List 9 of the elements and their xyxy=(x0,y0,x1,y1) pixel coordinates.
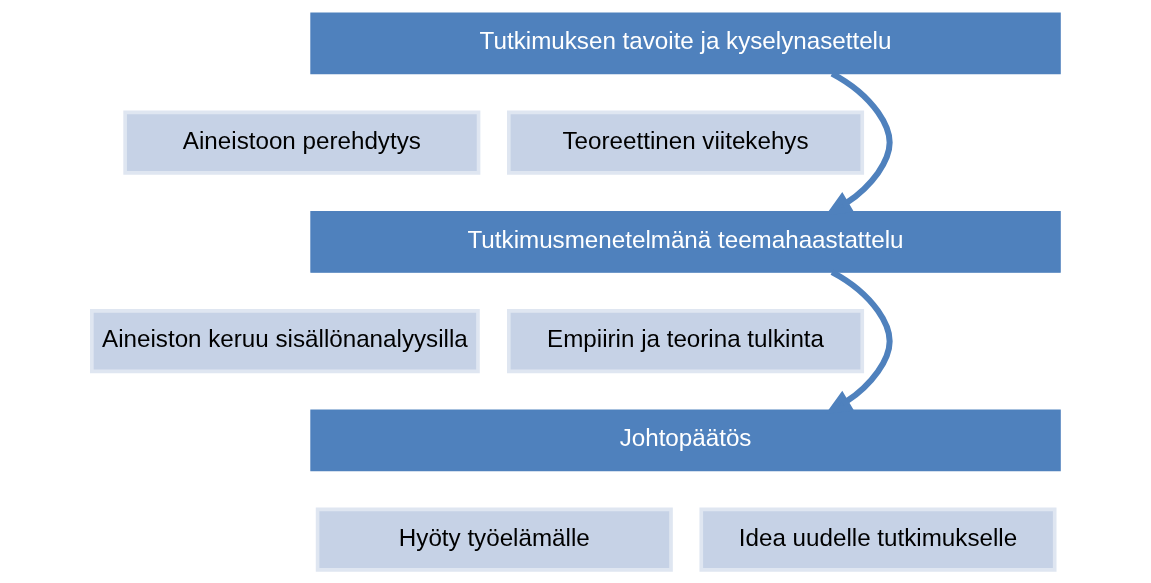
node-box: Aineiston keruu sisällönanalyysilla xyxy=(89,309,480,374)
node-box: Tutkimusmenetelmänä teemahaastattelu xyxy=(309,211,1061,273)
node-box: Hyöty työelämälle xyxy=(315,507,673,572)
node-box: Idea uudelle tutkimukselle xyxy=(698,507,1057,572)
node-box: Empiirin ja teorina tulkinta xyxy=(506,309,864,374)
node-box: Tutkimuksen tavoite ja kyselynasettelu xyxy=(309,12,1061,75)
node-box: Aineistoon perehdytys xyxy=(122,110,480,175)
node-box: Johtopäätös xyxy=(309,409,1061,472)
node-box: Teoreettinen viitekehys xyxy=(506,110,864,175)
